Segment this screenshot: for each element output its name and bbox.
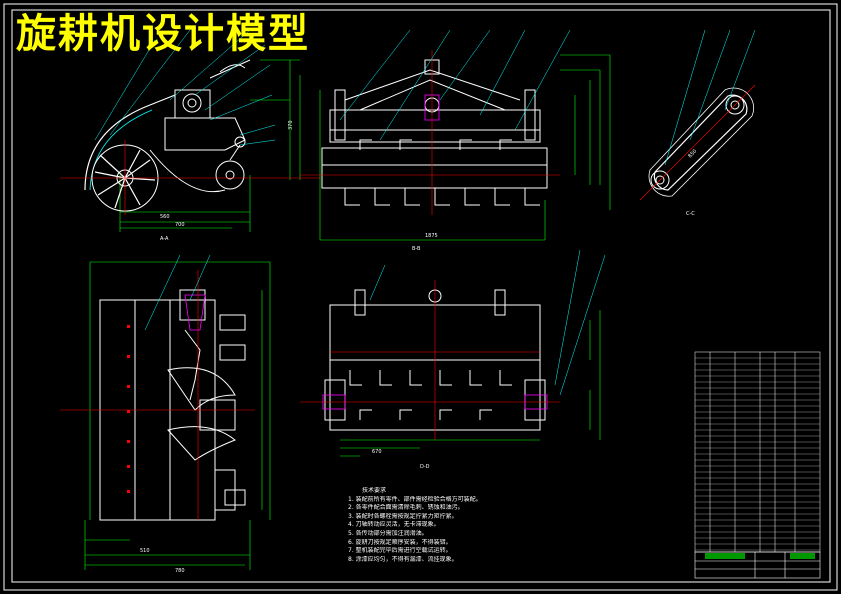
front-view: 1875 B-B — [300, 29, 611, 252]
parts-list-rows — [695, 357, 820, 551]
svg-text:700: 700 — [175, 222, 185, 228]
note-line: 1. 装配前所有零件、部件需经检验合格方可装配。 — [348, 495, 482, 503]
note-line: 5. 各传动部分需加注润滑油。 — [348, 529, 428, 537]
svg-text:850: 850 — [687, 148, 698, 159]
svg-text:C-C: C-C — [686, 211, 695, 217]
svg-text:A-A: A-A — [160, 236, 169, 242]
outer-border — [3, 3, 838, 591]
svg-text:510: 510 — [140, 548, 150, 554]
side-view: 560 700 A-A 370 — [60, 29, 320, 242]
chain-drive-view: 850 C-C — [639, 29, 756, 217]
note-line: 4. 刀轴转动应灵活，无卡滞现象。 — [348, 521, 440, 529]
technical-notes: 技术要求 1. 装配前所有零件、部件需经检验合格方可装配。 2. 各零件配合面需… — [348, 487, 598, 564]
note-line: 2. 各零件配合面需清除毛刺、锈蚀和油污。 — [348, 504, 464, 512]
rear-view: 670 D-D — [300, 249, 606, 470]
top-view: 510 780 — [60, 254, 271, 574]
title-block — [694, 551, 821, 579]
notes-heading: 技术要求 — [362, 487, 387, 494]
svg-text:370: 370 — [288, 120, 294, 130]
svg-text:670: 670 — [372, 449, 382, 455]
note-line: 6. 旋耕刀按规定顺序安装，不得装错。 — [348, 538, 452, 546]
svg-text:1875: 1875 — [425, 233, 438, 239]
drawing-title: 旋耕机设计模型 — [16, 11, 310, 57]
svg-text:D-D: D-D — [420, 464, 430, 470]
svg-text:560: 560 — [160, 214, 170, 220]
note-line: 8. 涂漆应均匀，不得有漏漆、流挂现象。 — [348, 555, 458, 563]
svg-text:780: 780 — [175, 568, 185, 574]
note-line: 3. 装配时各螺栓需按规定拧紧力矩拧紧。 — [348, 512, 458, 520]
inner-border — [11, 9, 831, 583]
svg-text:B-B: B-B — [412, 246, 421, 252]
note-line: 7. 整机装配完毕后需进行空载试运转。 — [348, 547, 452, 555]
